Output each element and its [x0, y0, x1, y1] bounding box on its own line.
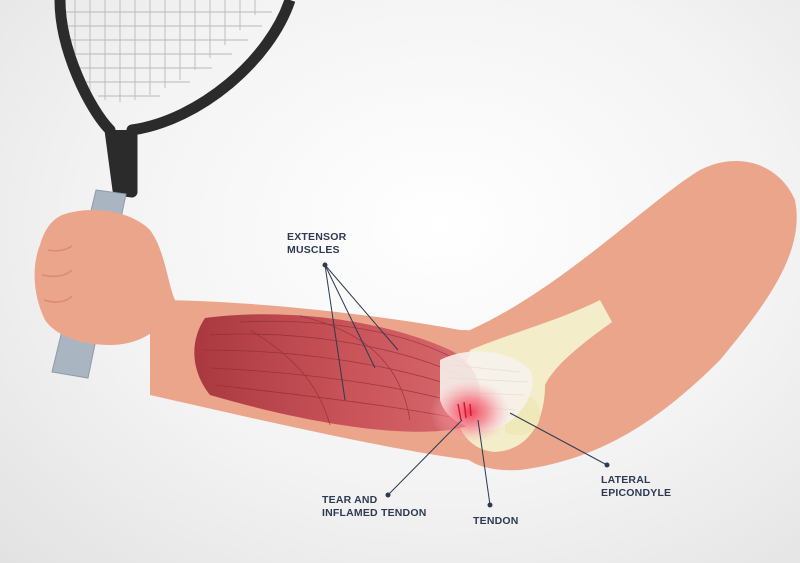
- extensor-muscle-group: [194, 314, 481, 432]
- label-tear-line-1: TEAR AND: [322, 494, 378, 506]
- label-tendon: TENDON: [473, 515, 519, 528]
- label-extensor-line-1: EXTENSOR: [287, 231, 347, 243]
- racket-strings: [65, 0, 272, 102]
- label-lateral-epicondyle: LATERAL EPICONDYLE: [601, 474, 671, 500]
- hand-fist: [34, 210, 175, 345]
- tendon-tear-marks: [457, 401, 472, 421]
- callout-lines: [324, 264, 608, 506]
- label-extensor-line-2: MUSCLES: [287, 244, 340, 256]
- racket-frame: [54, 0, 296, 198]
- callout-dots: [322, 262, 610, 508]
- label-tendon-text: TENDON: [473, 515, 519, 527]
- finger-creases: [41, 245, 73, 303]
- label-tear-inflamed-tendon: TEAR AND INFLAMED TENDON: [322, 494, 427, 520]
- label-epicondyle-line-2: EPICONDYLE: [601, 487, 672, 499]
- label-extensor-muscles: EXTENSOR MUSCLES: [287, 231, 346, 257]
- label-epicondyle-line-1: LATERAL: [601, 474, 651, 486]
- label-tear-line-2: INFLAMED TENDON: [322, 507, 427, 519]
